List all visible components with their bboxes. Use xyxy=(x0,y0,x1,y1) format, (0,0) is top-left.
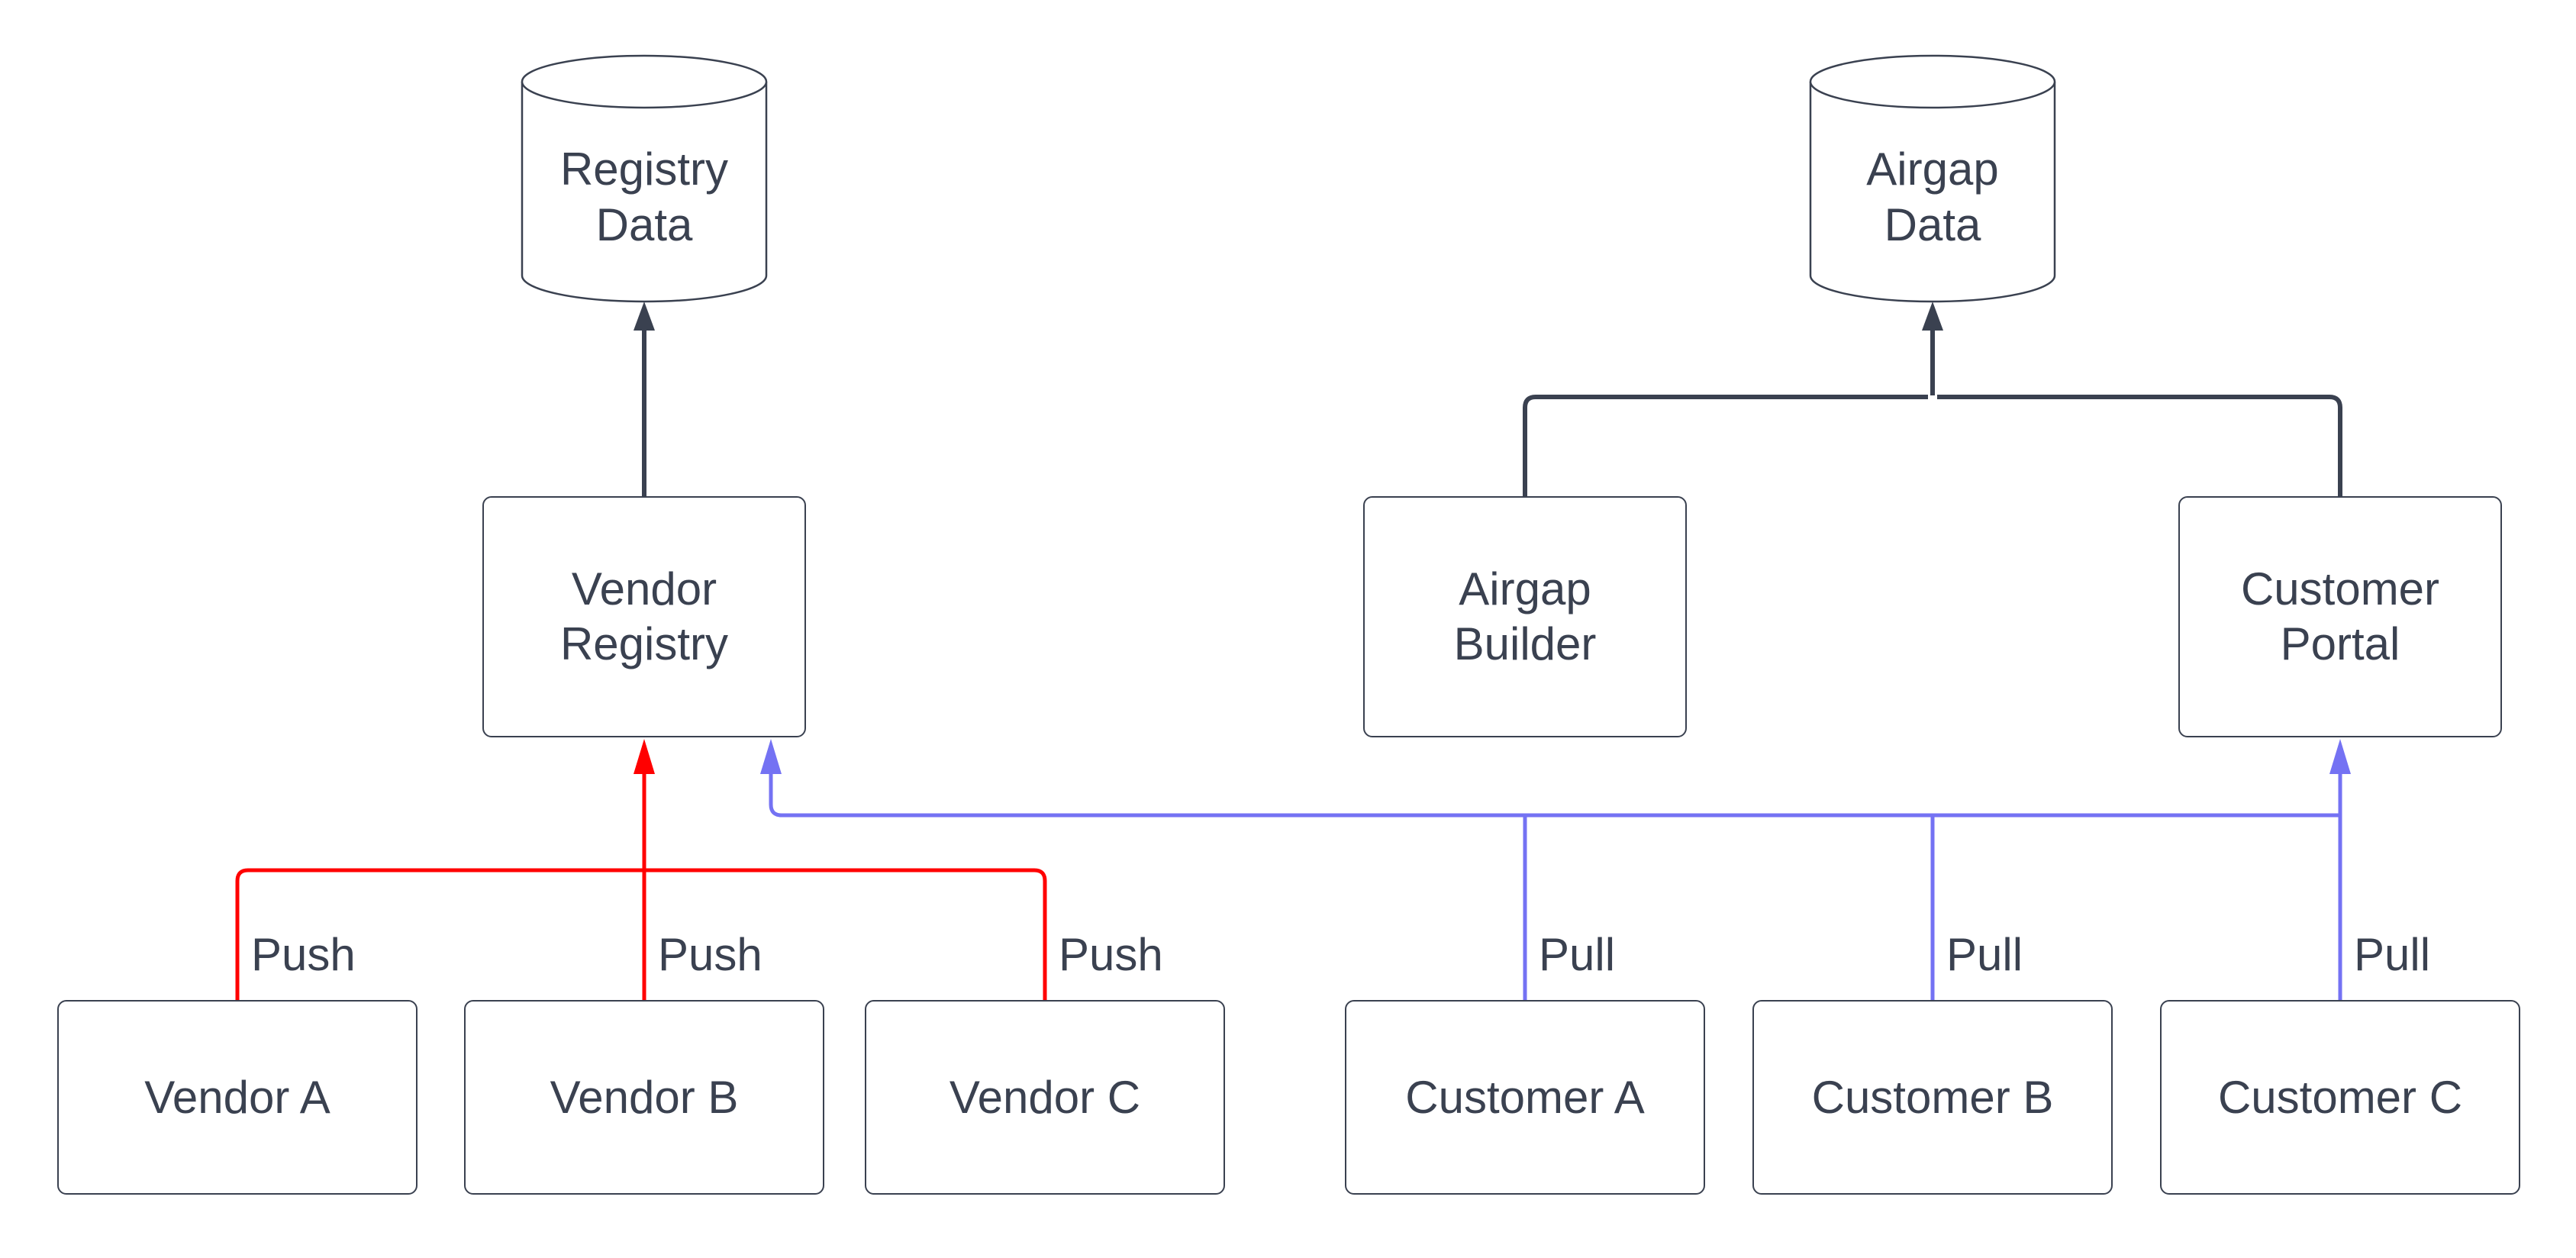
edge-pull-trunk-to-vendor-registry xyxy=(769,773,2340,818)
node-customer-a: Customer A xyxy=(1345,1000,1705,1195)
node-vendor-a: Vendor A xyxy=(57,1000,418,1195)
node-customer-portal: Customer Portal xyxy=(2178,496,2502,737)
arrowhead-pull-vendor-registry xyxy=(760,739,782,774)
node-vendor-c: Vendor C xyxy=(865,1000,1225,1195)
edge-label-push-vendor-a: Push xyxy=(251,929,356,980)
arrowhead-registry-data xyxy=(634,302,655,331)
edge-label-pull-customer-b: Pull xyxy=(1946,929,2023,980)
edge-label-push-vendor-b: Push xyxy=(658,929,762,980)
arrowhead-airgap-data xyxy=(1922,302,1943,331)
edge-airgap-builder-to-airgap-data xyxy=(1523,395,1928,496)
node-customer-c: Customer C xyxy=(2160,1000,2520,1195)
arrowhead-push-vendor-registry xyxy=(634,739,655,774)
edge-label-pull-customer-c: Pull xyxy=(2354,929,2431,980)
edge-customer-portal-to-airgap-data xyxy=(1937,395,2342,496)
node-airgap-builder: Airgap Builder xyxy=(1363,496,1687,737)
node-airgap-data-label: Airgap Data xyxy=(1866,144,1999,250)
node-customer-b: Customer B xyxy=(1752,1000,2113,1195)
edge-label-pull-customer-a: Pull xyxy=(1539,929,1616,980)
node-vendor-registry: Vendor Registry xyxy=(482,496,806,737)
arrowhead-pull-customer-portal xyxy=(2329,739,2351,774)
edge-label-push-vendor-c: Push xyxy=(1059,929,1163,980)
node-vendor-b: Vendor B xyxy=(464,1000,824,1195)
edge-push-trunk xyxy=(235,868,1047,1000)
node-registry-data-label: Registry Data xyxy=(559,144,729,250)
